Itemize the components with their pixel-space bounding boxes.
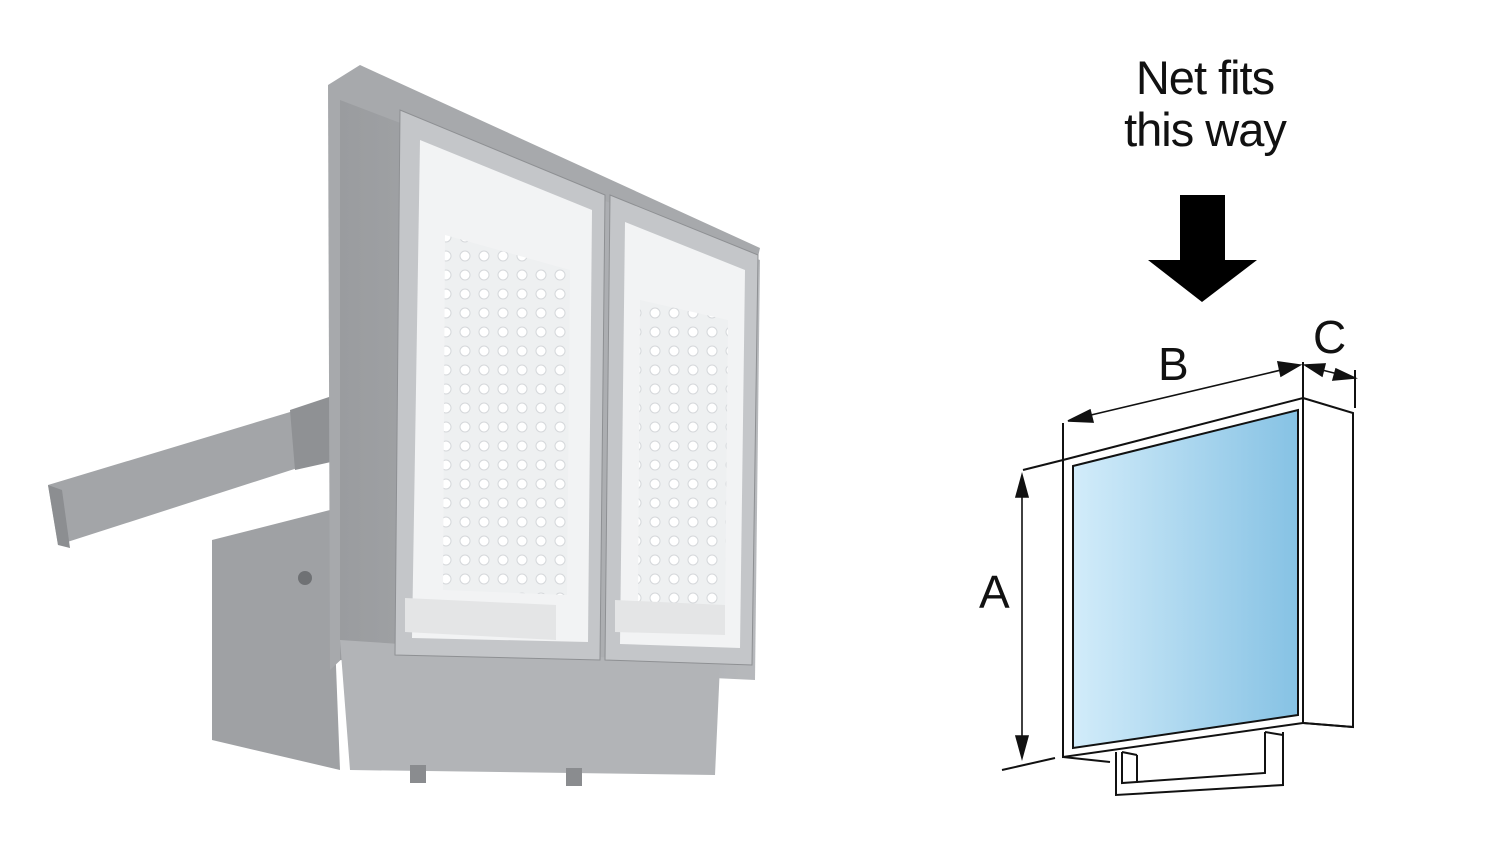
frame-side — [1302, 396, 1354, 729]
dimension-b-arrow — [1069, 365, 1299, 421]
dimension-b-label: B — [1158, 338, 1189, 390]
caption-line-2: this way — [1124, 103, 1287, 156]
net-fit-caption: Net fits this way — [1090, 52, 1320, 156]
down-arrow-icon — [1148, 195, 1257, 302]
led-module-right — [604, 194, 759, 666]
net-panel — [1072, 408, 1299, 750]
caption-line-1: Net fits — [1135, 51, 1275, 104]
dimension-a-label: A — [979, 566, 1010, 618]
driver-box — [212, 510, 340, 770]
mounting-bracket — [48, 395, 340, 548]
led-module-left — [394, 109, 606, 661]
frame-handle — [1115, 732, 1284, 797]
dimension-c-label: C — [1313, 311, 1347, 363]
